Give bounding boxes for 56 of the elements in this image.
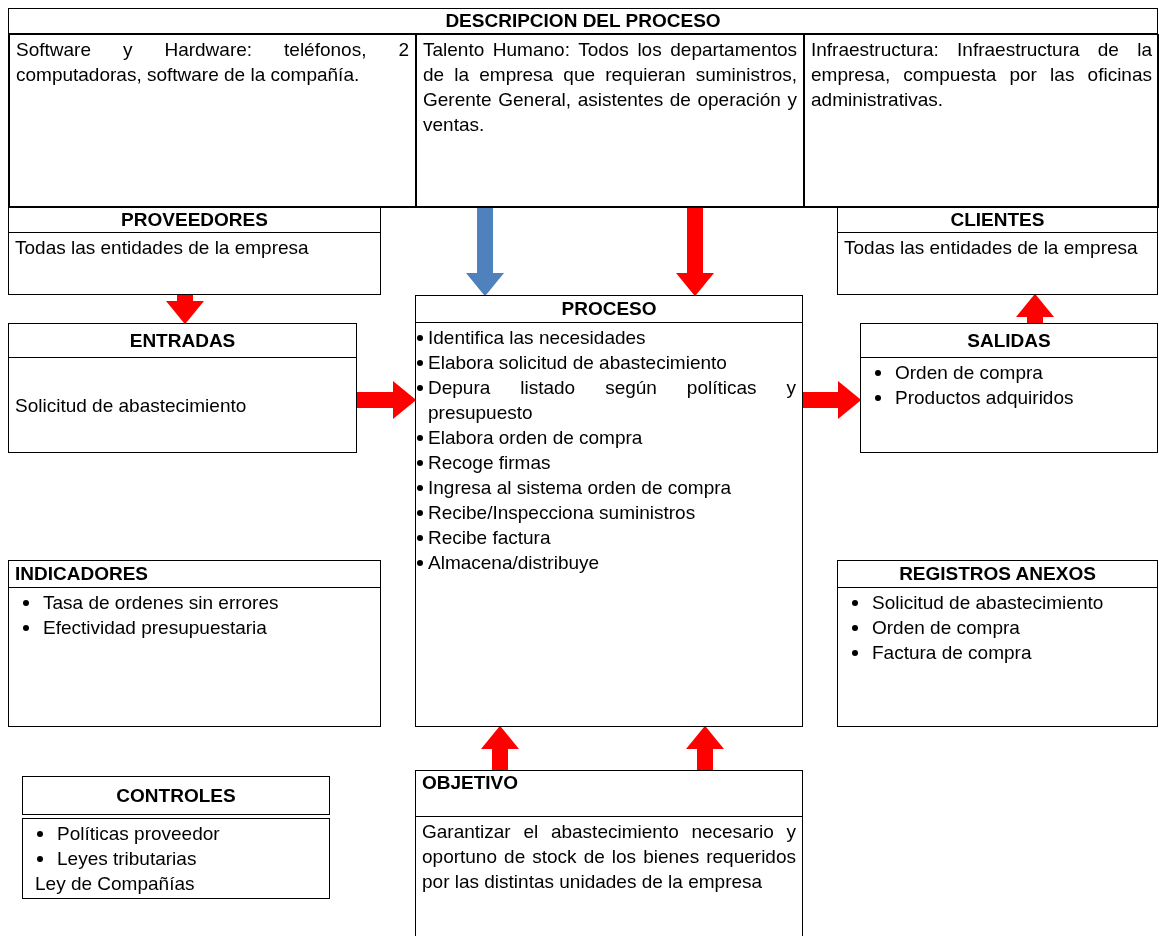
list-item: Ley de Compañías	[35, 872, 196, 896]
block-arrow	[166, 295, 204, 325]
list-item: Elabora solicitud de abastecimiento	[428, 351, 728, 375]
block-arrow	[481, 725, 519, 770]
box-text: Talento Humano: Todos los departamentos de la empresa que requieran suministros, Gerente General, asistentes de operación y ventas.	[423, 38, 797, 137]
list-item: Orden de compra	[872, 616, 1021, 640]
box-heading: CLIENTES	[950, 208, 1045, 232]
box-text: Todas las entidades de la empresa	[15, 236, 310, 260]
block-arrow	[686, 725, 724, 770]
block-arrow	[676, 207, 714, 297]
box-text: Todas las entidades de la empresa	[844, 236, 1139, 260]
block-arrow	[1016, 293, 1054, 323]
text-box	[8, 323, 357, 453]
box-heading: PROCESO	[561, 297, 657, 321]
text-box	[416, 34, 804, 208]
list-item: Almacena/distribuye	[428, 551, 601, 575]
box-text: Solicitud de abastecimiento	[15, 393, 248, 418]
list-item: Depura listado según políticas y presupuesto	[428, 376, 796, 425]
list-item: Orden de compra	[895, 361, 1044, 385]
block-arrow	[357, 381, 417, 419]
text-box	[8, 8, 1158, 207]
block-arrow	[803, 381, 862, 419]
block-arrow	[466, 207, 504, 297]
box-heading: DESCRIPCION DEL PROCESO	[445, 9, 721, 33]
box-heading: SALIDAS	[967, 328, 1051, 353]
box-text: Infraestructura: Infraestructura de la empresa, compuesta por las oficinas administrativas.	[811, 38, 1152, 112]
text-box	[8, 207, 381, 295]
list-item: Solicitud de abastecimiento	[872, 591, 1105, 615]
text-box	[415, 295, 803, 727]
box-heading: CONTROLES	[116, 783, 236, 808]
list-item: Elabora orden de compra	[428, 426, 644, 450]
box-text: Garantizar el abastecimiento necesario y oportuno de stock de los bienes requeridos por las distintas unidades de la empresa	[422, 820, 796, 894]
text-box	[8, 560, 381, 727]
box-heading: ENTRADAS	[129, 328, 236, 353]
list-item: Recibe/Inspecciona suministros	[428, 501, 697, 525]
list-item: Recoge firmas	[428, 451, 552, 475]
list-item: Políticas proveedor	[57, 822, 221, 846]
box-heading: REGISTROS ANEXOS	[899, 562, 1096, 586]
list-item: Identifica las necesidades	[428, 326, 647, 350]
list-item: Leyes tributarias	[57, 847, 198, 871]
list-item: Factura de compra	[872, 641, 1033, 665]
box-heading: OBJETIVO	[422, 771, 519, 795]
text-box	[9, 34, 416, 208]
text-box	[860, 323, 1158, 453]
box-text: Software y Hardware: teléfonos, 2 computadoras, software de la compañía.	[16, 38, 409, 87]
list-item: Productos adquiridos	[895, 386, 1075, 410]
text-box	[837, 560, 1158, 727]
list-item: Ingresa al sistema orden de compra	[428, 476, 733, 500]
list-item: Recibe factura	[428, 526, 552, 550]
box-heading: PROVEEDORES	[121, 208, 268, 232]
text-box	[804, 34, 1159, 208]
box-heading: INDICADORES	[15, 562, 148, 586]
list-item: Tasa de ordenes sin errores	[43, 591, 280, 615]
text-box	[837, 207, 1158, 295]
list-item: Efectividad presupuestaria	[43, 616, 268, 640]
text-box	[415, 770, 803, 936]
